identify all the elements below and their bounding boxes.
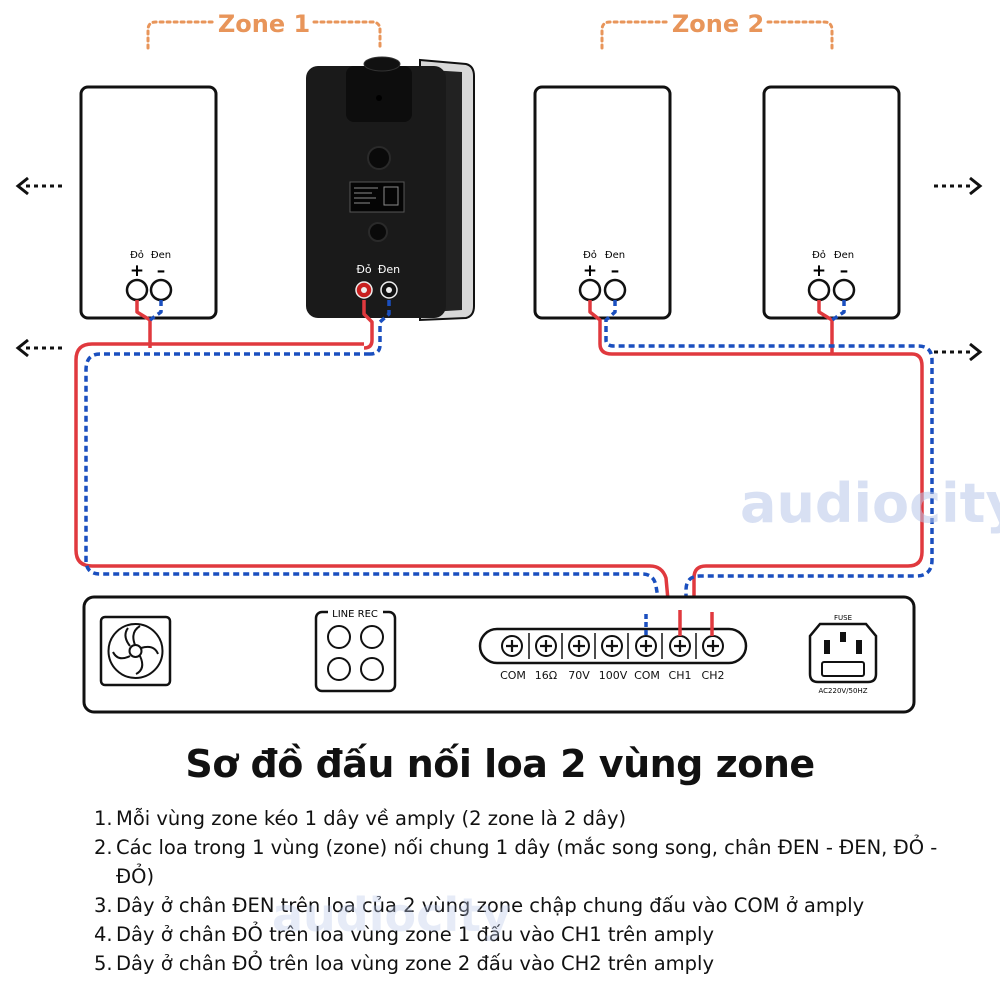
terminal-black-label: Đen [151,250,171,261]
zone-1-bracket [146,20,382,50]
terminal-label-com-1: COM [500,669,526,682]
terminal-black [832,278,856,302]
fuse-label: FUSE [834,614,852,622]
instruction-list: 1.Mỗi vùng zone kéo 1 dây về amply (2 zo… [94,804,974,978]
terminal-red [578,278,602,302]
list-item: 2.Các loa trong 1 vùng (zone) nối chung … [94,836,938,888]
watermark-logo: audiocity [272,888,512,942]
terminal-black-label: Đen [378,263,400,276]
right-arrow-bottom [934,342,983,362]
zone2-blue-wire [604,300,934,638]
terminal-black [149,278,173,302]
zone-2-bracket [600,20,834,50]
speaker-zone1-right-photo: Đỏ Đen [306,56,475,322]
terminal-red-label: Đỏ [356,263,372,276]
list-item: 3.Dây ở chân ĐEN trên loa của 2 vùng zon… [94,894,865,917]
terminal-label-com-2: COM [634,669,660,682]
line-rec-jacks: LINE REC [314,606,397,693]
zone1-blue-wire [84,300,660,638]
speaker-zone1-left: Đỏ Đen + – [79,85,218,320]
plus-sign: + [812,261,826,281]
right-arrow-top [934,176,983,196]
left-arrow-bottom [15,338,64,358]
terminal-red [125,278,149,302]
terminal-red-label: Đỏ [130,249,144,261]
zone-2-label: Zone 2 [672,10,764,38]
wiring-diagram: Zone 1 Zone 2 Đỏ Đen + – [15,10,983,714]
speaker-terminal-strip: COM 16Ω 70V 100V COM CH1 CH2 [478,627,748,682]
power-label: AC220V/50HZ [818,687,867,695]
minus-sign: – [611,261,620,281]
fan-icon [99,615,172,687]
terminal-wire-ends [644,610,714,636]
terminal-black-label: Đen [605,250,625,261]
zone2-red-wire [588,300,924,638]
list-item: 4.Dây ở chân ĐỎ trên loa vùng zone 1 đấu… [94,923,714,946]
watermark-logo: audiocity [740,472,1000,535]
terminal-label-100v: 100V [599,669,628,682]
speaker-zone2-right: Đỏ Đen + – [762,85,901,320]
terminal-black-label: Đen [834,250,854,261]
terminal-label-70v: 70V [568,669,590,682]
list-item: 1.Mỗi vùng zone kéo 1 dây về amply (2 zo… [94,807,627,830]
diagram-title: Sơ đồ đấu nối loa 2 vùng zone [185,742,815,786]
left-arrow-top [15,176,64,196]
terminal-red-label: Đỏ [812,249,826,261]
zone1-red-wire [74,300,682,638]
list-item: 5.Dây ở chân ĐỎ trên loa vùng zone 2 đấu… [94,952,714,975]
terminal-label-16ohm: 16Ω [535,669,557,682]
plus-sign: + [130,261,144,281]
terminal-label-ch1: CH1 [669,669,692,682]
zone-1-label: Zone 1 [218,10,310,38]
line-rec-label: LINE REC [332,609,378,620]
terminal-red [807,278,831,302]
amplifier-panel: LINE REC [82,595,916,714]
plus-sign: + [583,261,597,281]
terminal-label-ch2: CH2 [702,669,725,682]
power-socket: FUSE AC220V/50HZ [808,614,878,695]
minus-sign: – [157,261,166,281]
minus-sign: – [840,261,849,281]
terminal-red-label: Đỏ [583,249,597,261]
speaker-zone2-left: Đỏ Đen + – [533,85,672,320]
terminal-black [603,278,627,302]
